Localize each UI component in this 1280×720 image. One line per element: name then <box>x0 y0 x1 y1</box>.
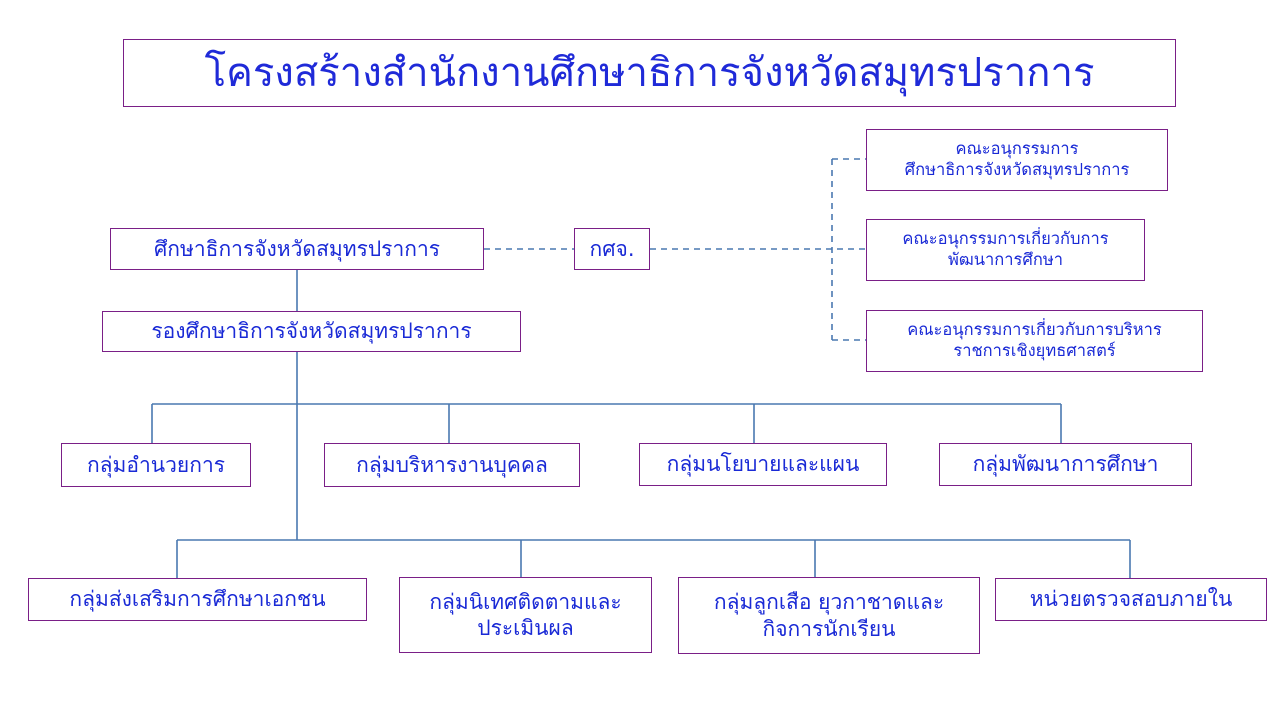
subcommittee-1-line2: ศึกษาธิการจังหวัดสมุทรปราการ <box>904 160 1130 179</box>
subcommittee-2-line2: พัฒนาการศึกษา <box>947 250 1064 269</box>
group-box-internal-audit: หน่วยตรวจสอบภายใน <box>995 578 1267 621</box>
group-box-personnel: กลุ่มบริหารงานบุคคล <box>324 443 580 487</box>
subcommittee-box-3: คณะอนุกรรมการเกี่ยวกับการบริหาร ราชการเช… <box>866 310 1203 372</box>
group-supervision-line1: กลุ่มนิเทศติดตามและ <box>429 589 622 614</box>
deputy-box: รองศึกษาธิการจังหวัดสมุทรปราการ <box>102 311 521 352</box>
group-box-private-education: กลุ่มส่งเสริมการศึกษาเอกชน <box>28 578 367 621</box>
subcommittee-3-line2: ราชการเชิงยุทธศาสตร์ <box>953 341 1116 360</box>
subcommittee-1-line1: คณะอนุกรรมการ <box>955 139 1079 159</box>
subcommittee-2-line1: คณะอนุกรรมการเกี่ยวกับการ <box>902 229 1109 249</box>
director-box: ศึกษาธิการจังหวัดสมุทรปราการ <box>110 228 484 270</box>
group-box-policy: กลุ่มนโยบายและแผน <box>639 443 887 486</box>
group-box-scouts: กลุ่มลูกเสือ ยุวกาชาดและ กิจการนักเรียน <box>678 577 980 654</box>
page-title: โครงสร้างสำนักงานศึกษาธิการจังหวัดสมุทรป… <box>123 39 1176 107</box>
group-box-admin: กลุ่มอำนวยการ <box>61 443 251 487</box>
committee-box: กศจ. <box>574 228 650 270</box>
subcommittee-box-2: คณะอนุกรรมการเกี่ยวกับการ พัฒนาการศึกษา <box>866 219 1145 281</box>
subcommittee-3-line1: คณะอนุกรรมการเกี่ยวกับการบริหาร <box>907 320 1162 340</box>
group-box-development: กลุ่มพัฒนาการศึกษา <box>939 443 1192 486</box>
group-supervision-line2: ประเมินผล <box>477 616 574 640</box>
subcommittee-box-1: คณะอนุกรรมการ ศึกษาธิการจังหวัดสมุทรปราก… <box>866 129 1168 191</box>
group-scouts-line2: กิจการนักเรียน <box>762 616 896 641</box>
group-scouts-line1: กลุ่มลูกเสือ ยุวกาชาดและ <box>713 590 945 615</box>
group-box-supervision: กลุ่มนิเทศติดตามและ ประเมินผล <box>399 577 652 653</box>
